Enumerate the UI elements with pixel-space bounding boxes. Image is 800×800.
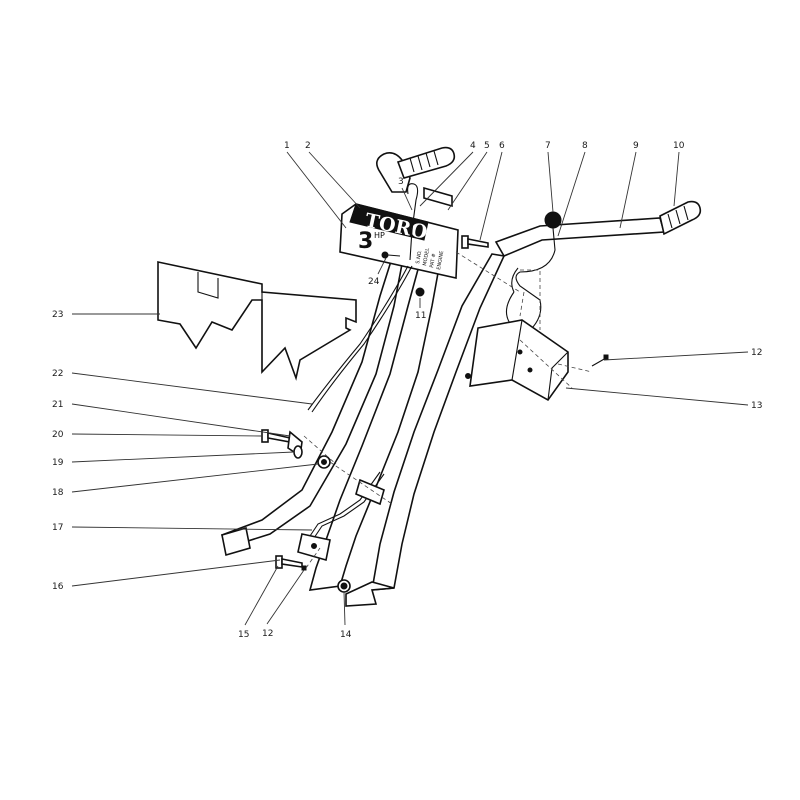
pivot-bracket — [297, 478, 385, 562]
callout-12-upper: 12 — [751, 348, 762, 358]
callout-7: 7 — [545, 141, 551, 151]
callout-15: 15 — [238, 630, 249, 640]
nameplate: TORO 3 HP ENGINE PAT # MODEL S.NO. — [339, 203, 459, 279]
leader-lines — [71, 151, 749, 626]
nameplate-fine-print-2: PAT # — [429, 253, 437, 268]
nameplate-fine-print-4: S.NO. — [415, 249, 423, 264]
callout-14: 14 — [340, 630, 352, 640]
callout-2: 2 — [305, 141, 311, 151]
callout-9: 9 — [633, 141, 639, 151]
right-grip — [659, 200, 702, 236]
control-lever — [505, 211, 562, 333]
callout-22: 22 — [52, 369, 63, 379]
nut-14 — [337, 579, 351, 593]
nameplate-fine-print-1: ENGINE — [436, 250, 445, 270]
right-handle-tube — [345, 217, 666, 607]
control-cable — [307, 265, 413, 413]
callout-18: 18 — [52, 488, 64, 498]
callout-1: 1 — [284, 141, 290, 151]
callout-6: 6 — [499, 141, 505, 151]
callout-5: 5 — [484, 141, 490, 151]
bolt-20 — [261, 429, 291, 443]
callout-8: 8 — [582, 141, 588, 151]
callout-11: 11 — [415, 311, 426, 321]
screw-12-upper — [591, 354, 609, 367]
bolt-15 — [275, 555, 303, 569]
callout-21: 21 — [52, 400, 63, 410]
nut-11 — [415, 287, 425, 297]
left-grip — [396, 146, 456, 179]
deflector-shield — [157, 261, 357, 381]
nameplate-fine-print-3: MODEL — [422, 247, 431, 266]
callout-10: 10 — [673, 141, 685, 151]
nameplate-power-unit: HP — [374, 231, 385, 240]
left-handle-tube — [221, 152, 441, 591]
callout-16: 16 — [52, 582, 64, 592]
control-bracket — [465, 319, 569, 402]
bolt-6 — [461, 235, 489, 249]
callout-4: 4 — [470, 141, 476, 151]
callout-23: 23 — [52, 310, 63, 320]
callout-24: 24 — [368, 277, 380, 287]
nut-18 — [317, 455, 331, 469]
bail-bracket — [407, 183, 453, 261]
callouts: 1 2 3 4 5 6 7 8 9 10 11 12 13 14 12 15 1… — [52, 141, 762, 640]
callout-20: 20 — [52, 430, 64, 440]
washer-19 — [293, 445, 303, 459]
callout-12-lower: 12 — [262, 629, 273, 639]
callout-13: 13 — [751, 401, 762, 411]
callout-19: 19 — [52, 458, 64, 468]
callout-3: 3 — [398, 177, 404, 187]
nameplate-power: 3 — [358, 229, 373, 254]
assembly-lines — [303, 251, 593, 569]
callout-17: 17 — [52, 523, 63, 533]
lever-knob — [544, 211, 562, 229]
screw-12-lower — [301, 565, 307, 571]
key-icon — [381, 251, 389, 259]
